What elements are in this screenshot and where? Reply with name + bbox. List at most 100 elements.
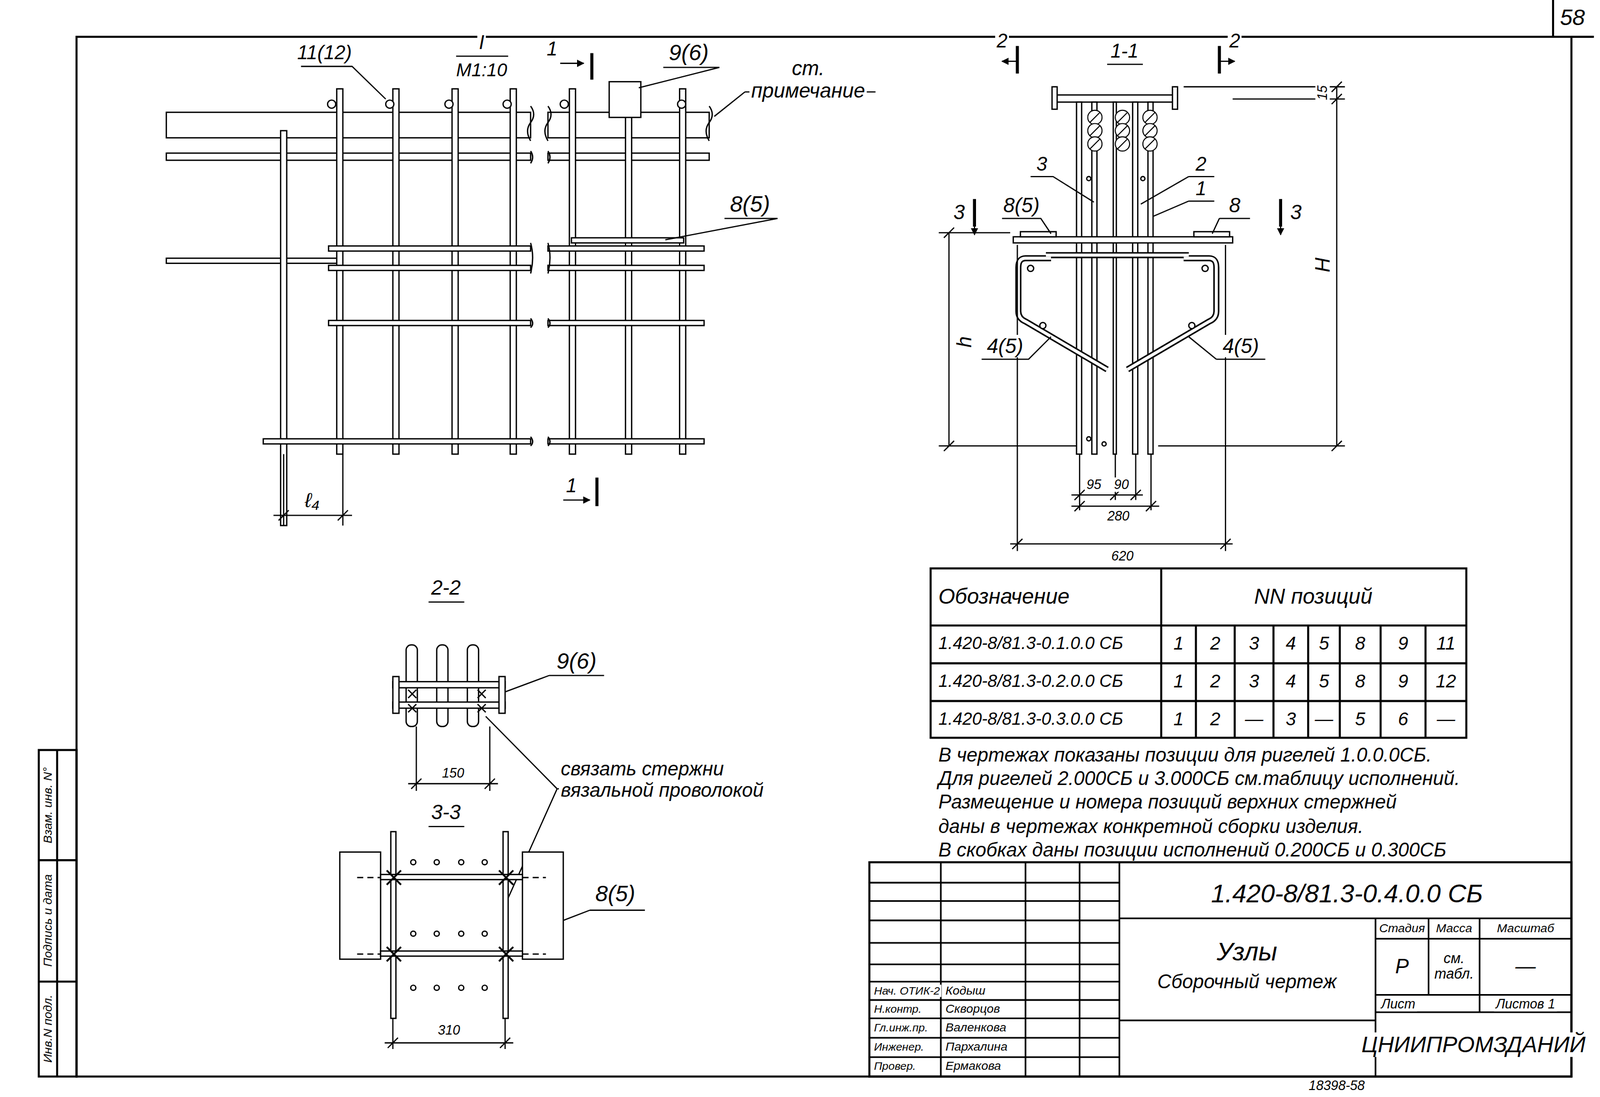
section-3-3-part <box>410 859 416 866</box>
signature-role: Нач. ОТИК-2 <box>872 984 942 997</box>
sheet-frame-part <box>1553 0 1595 37</box>
section-1-1 <box>1013 86 1233 455</box>
title-block-part <box>869 882 1120 1058</box>
table-cell: 11 <box>1434 633 1458 654</box>
sheet-frame-part <box>38 749 77 1077</box>
section-1-1-part <box>1018 258 1107 370</box>
section-1-1-part <box>1086 176 1092 181</box>
section-1-1-part <box>1140 176 1146 181</box>
callout-number: 11(12) <box>295 42 354 64</box>
table-cell: 9 <box>1396 633 1410 654</box>
section-1-1-part <box>1045 253 1189 258</box>
table-cell: 1 <box>1171 633 1186 654</box>
section-1-1-part <box>1202 265 1208 272</box>
view-i-annotations-part <box>665 218 778 240</box>
positions-table <box>930 568 1467 739</box>
section-mark: 2 <box>1227 30 1242 52</box>
section-1-1-part <box>1013 236 1233 243</box>
section-1-1-annotations-part <box>973 216 975 235</box>
section-1-1-part <box>1086 436 1092 442</box>
note-text: В скобках даны позиции исполнений 0.200С… <box>936 839 1448 861</box>
section-3-3-part <box>384 826 514 1050</box>
section-1-1-annotations-part <box>1071 454 1160 512</box>
dimension: 150 <box>440 766 466 781</box>
callout-note: связать стержни вязальной проволокой <box>558 758 818 802</box>
section-3-3-part <box>458 859 464 866</box>
section-1-1-part <box>1127 258 1216 370</box>
dimension: 95 <box>1084 477 1103 492</box>
view-i-reinforcement-part <box>166 112 531 139</box>
signature-name: Пархалина <box>944 1040 1010 1054</box>
view-i-reinforcement-part <box>625 89 632 455</box>
callout-number: 8(5) <box>593 881 637 907</box>
view-i-annotations-part <box>638 67 720 88</box>
section-1-1-annotations-part <box>1153 201 1215 217</box>
dimension: ℓ₄ <box>303 488 322 511</box>
section-2-2 <box>393 602 778 899</box>
table-header: NN позиций <box>1252 585 1374 609</box>
section-3-3-part <box>434 985 440 991</box>
dimension: 90 <box>1112 477 1131 492</box>
section-1-1-annotations-part <box>1280 216 1282 235</box>
signature-role: Инженер. <box>872 1040 926 1053</box>
section-1-1-part <box>1088 110 1158 152</box>
callout-number: 1 <box>1194 178 1208 200</box>
section-1-1-annotations-part <box>1219 60 1235 62</box>
table-cell: 9 <box>1396 671 1410 692</box>
view-i-reinforcement-part <box>677 100 686 109</box>
view-i-reinforcement-part <box>444 100 453 109</box>
view-i-reinforcement-part <box>502 100 511 109</box>
table-cell: — <box>1435 709 1457 730</box>
drawing-title: Узлы <box>1214 938 1279 967</box>
table-cell: 5 <box>1353 709 1367 730</box>
table-cell: 2 <box>1208 671 1222 692</box>
view-i-annotations-part <box>563 499 590 501</box>
section-1-1-annotations <box>938 45 1345 551</box>
signature-role: Н.контр. <box>872 1003 924 1016</box>
section-3-3-part <box>482 931 488 937</box>
table-header: Обозначение <box>936 585 1071 609</box>
title-block-text: см. табл. <box>1432 950 1476 982</box>
section-3-3-part <box>434 859 440 866</box>
dimension: 310 <box>436 1023 462 1038</box>
view-i-reinforcement-part <box>328 245 531 252</box>
section-1-1-part <box>1045 252 1189 259</box>
title-block-text: Стадия <box>1377 921 1427 935</box>
table-cell: 2 <box>1208 633 1222 654</box>
section-1-1-part <box>1076 101 1082 454</box>
section-mark: 1 <box>564 475 579 497</box>
drawing-subtitle: Сборочный чертеж <box>1155 971 1339 993</box>
table-cell: 3 <box>1247 633 1261 654</box>
table-cell: 2 <box>1208 709 1222 730</box>
title-block-text: Масштаб <box>1495 921 1556 935</box>
document-code: 1.420-8/81.3-0.4.0.0 СБ <box>1209 880 1485 909</box>
table-cell: 3 <box>1247 671 1261 692</box>
view-i-reinforcement-part <box>510 89 517 455</box>
view-i-reinforcement-part <box>385 100 394 109</box>
section-3-3-part <box>357 877 547 955</box>
section-1-1-part <box>1027 265 1034 272</box>
section-1-1-part <box>1018 258 1107 370</box>
section-1-1-part <box>1018 254 1216 370</box>
sheet-frame-part <box>76 36 1572 1077</box>
section-1-1-part <box>1018 254 1216 370</box>
callout-number: 4(5) <box>1221 334 1261 358</box>
section-1-1-part <box>1132 101 1139 454</box>
view-i-reinforcement-part <box>166 258 340 264</box>
table-cell: 1 <box>1171 671 1186 692</box>
archive-number: 18398-58 <box>1307 1078 1367 1093</box>
view-i-annotations <box>273 53 876 526</box>
dimension: h <box>953 334 976 349</box>
table-cell: 5 <box>1317 633 1331 654</box>
signature-name: Валенкова <box>944 1020 1008 1035</box>
section-1-1-part <box>1147 101 1154 454</box>
section-1-1-annotations-part <box>1002 218 1052 235</box>
view-i-annotations-part <box>590 53 594 80</box>
section-3-3-part <box>502 831 509 1019</box>
view-i-annotations-part <box>595 477 599 507</box>
section-3-3-part <box>410 931 416 937</box>
section-name: 2-2 <box>429 576 462 599</box>
view-i-reinforcement-part <box>547 265 704 271</box>
stamp-text: Инв.N подл. <box>41 993 55 1065</box>
signature-name: Скворцов <box>944 1002 1002 1016</box>
